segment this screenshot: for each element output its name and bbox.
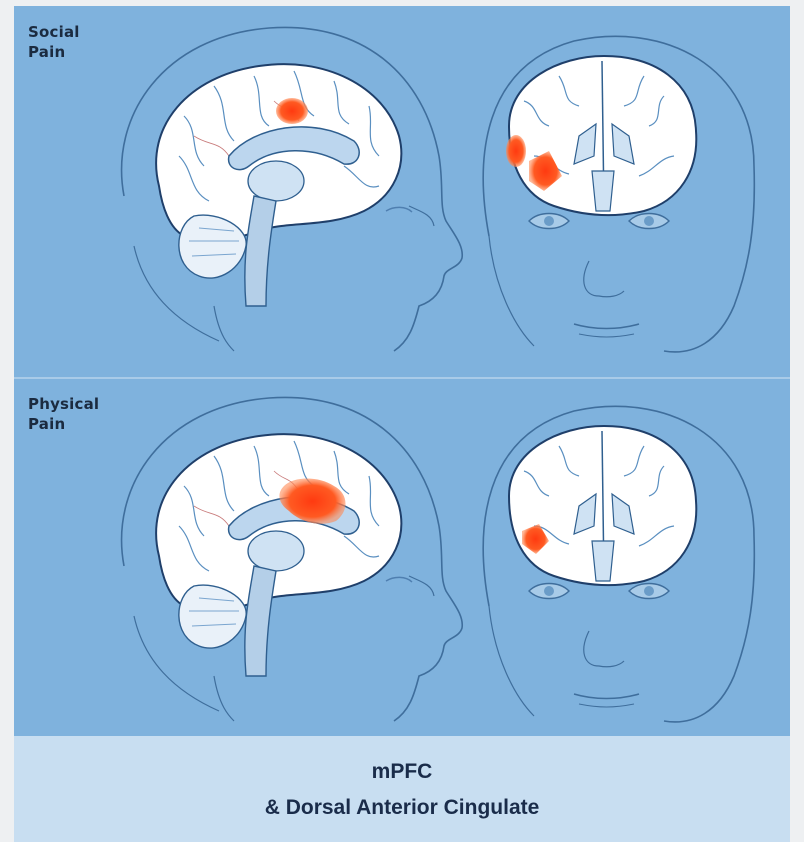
brain-illustration	[14, 6, 790, 736]
activation-region-frontal-1	[506, 135, 526, 167]
caption-line-2: & Dorsal Anterior Cingulate	[14, 796, 790, 820]
caption-box: mPFC & Dorsal Anterior Cingulate	[14, 736, 790, 842]
panel-label-social-pain: Social Pain	[28, 22, 148, 62]
caption-line-1: mPFC	[14, 760, 790, 784]
lateral-head-illustration	[122, 27, 463, 351]
panel-label-physical-pain: Physical Pain	[28, 394, 148, 434]
brain-scan-figure: Social Pain Physical Pain	[14, 6, 790, 736]
frontal-head-illustration	[483, 406, 754, 722]
physical-pain-panel	[122, 397, 755, 722]
social-pain-panel	[122, 27, 755, 352]
activation-region-mpfc	[276, 98, 308, 124]
lateral-head-illustration	[122, 397, 463, 721]
frontal-head-illustration	[483, 36, 754, 352]
